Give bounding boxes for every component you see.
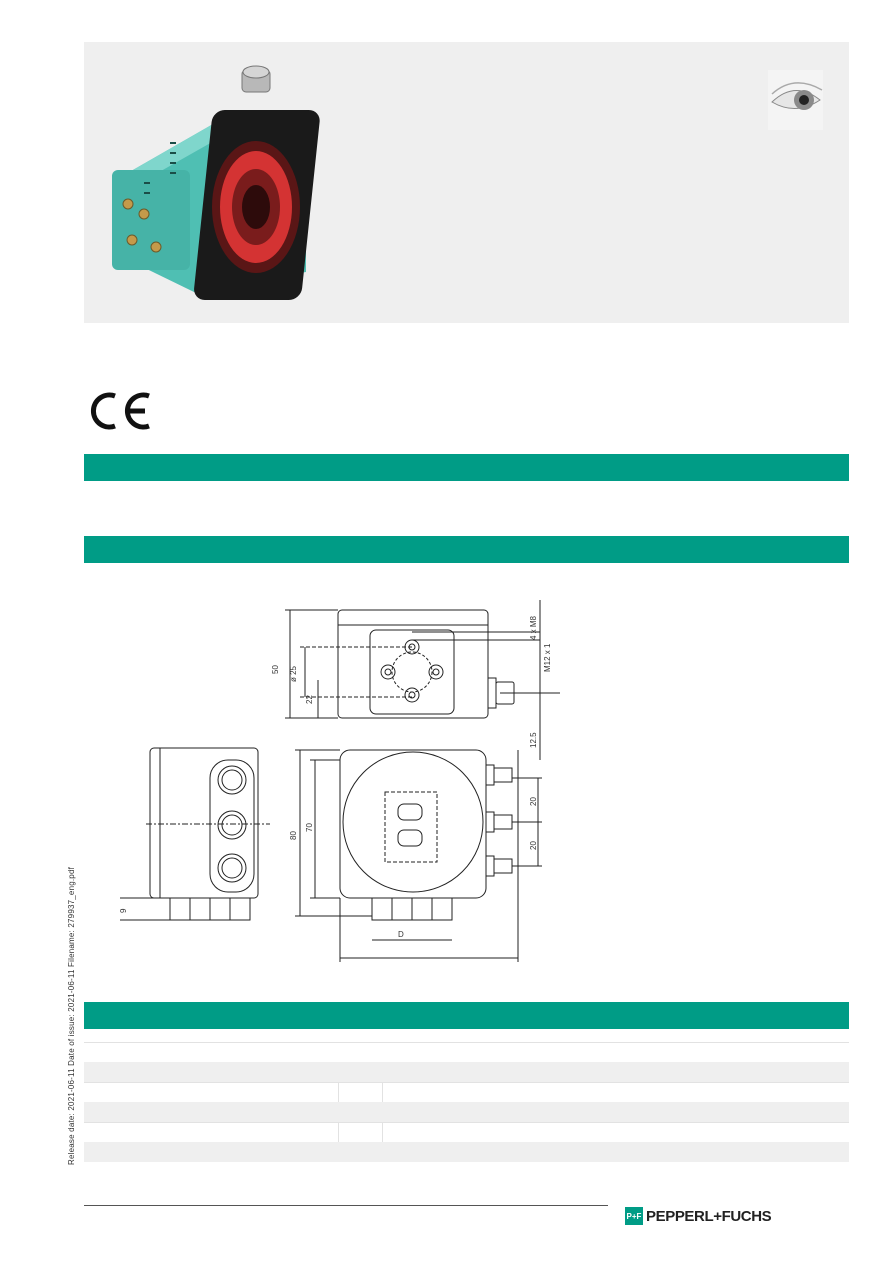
dim-m12: M12 x 1 — [543, 643, 552, 672]
product-image-panel — [84, 42, 849, 323]
dim-d25: ø 25 — [289, 665, 298, 682]
brand-mark-icon: P+F — [625, 1207, 643, 1225]
dim-20b: 20 — [529, 841, 538, 850]
dim-22: 22 — [305, 695, 314, 704]
dim-50: 50 — [271, 665, 280, 674]
table-row-4 — [84, 1102, 849, 1122]
dim-m8: 4 x M8 — [529, 615, 538, 640]
dimension-drawing: 50 ø 25 22 4 x M8 M12 x 1 12.5 80 70 20 … — [119, 600, 560, 962]
section-header-bar-3 — [84, 1002, 849, 1029]
dim-70: 70 — [305, 823, 314, 832]
brand-logo: P+F PEPPERL+FUCHS — [625, 1206, 772, 1226]
dim-20a: 20 — [529, 797, 538, 806]
release-info-text: Release date: 2021-06-11 Date of issue: … — [67, 866, 76, 1165]
dim-12-5: 12.5 — [529, 732, 538, 748]
ce-mark-icon — [91, 392, 150, 430]
eye-icon — [768, 70, 823, 130]
dim-80: 80 — [289, 831, 298, 840]
section-header-bar-1 — [84, 454, 849, 481]
dim-9: 9 — [119, 908, 128, 913]
table-row-3 — [84, 1082, 849, 1103]
footer-rule — [84, 1205, 608, 1206]
table-row-1 — [84, 1042, 849, 1063]
dim-d: D — [398, 930, 404, 939]
section-header-bar-2 — [84, 536, 849, 563]
table-row-5 — [84, 1122, 849, 1143]
table-row-6 — [84, 1142, 849, 1162]
product-photo — [112, 65, 320, 300]
table-row-2 — [84, 1062, 849, 1082]
brand-name: PEPPERL+FUCHS — [646, 1207, 772, 1225]
